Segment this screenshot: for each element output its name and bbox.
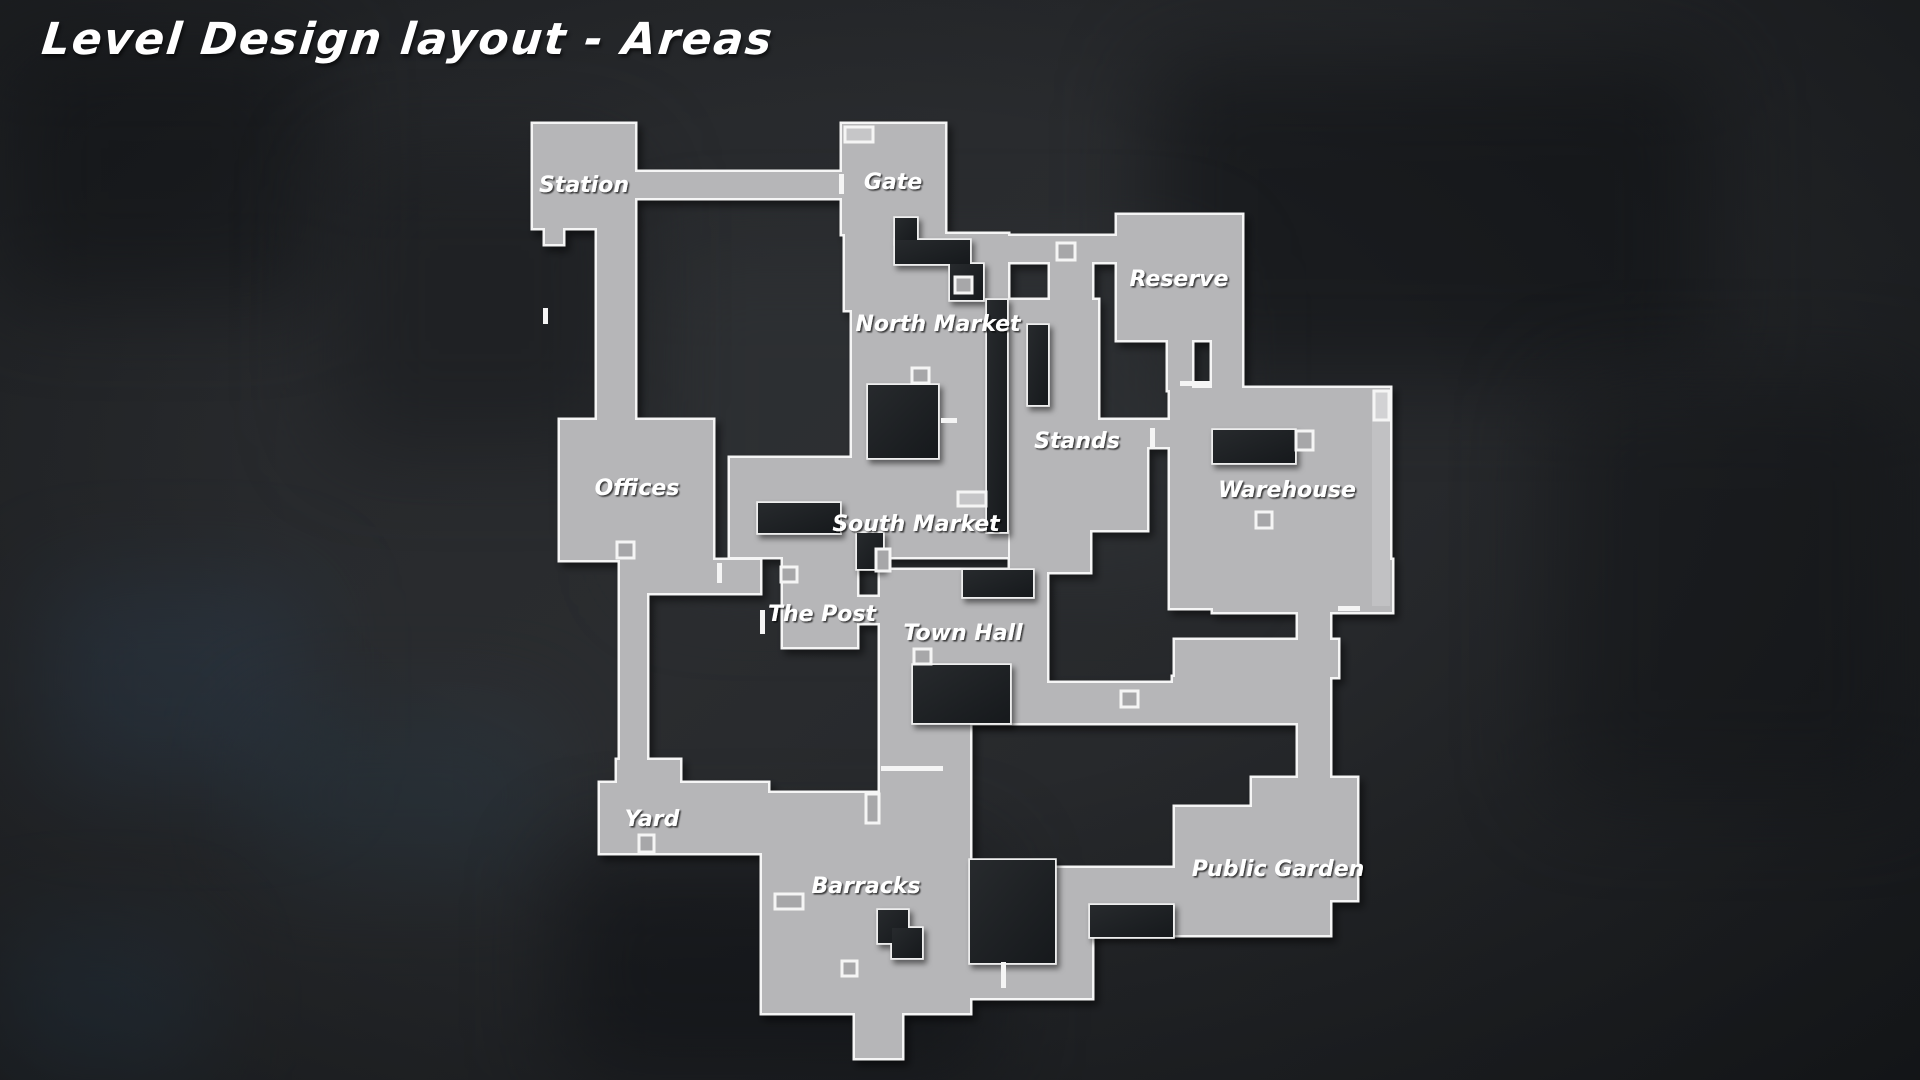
door-marker [779, 565, 799, 584]
door-tick [1180, 381, 1212, 386]
map-walls [758, 218, 1295, 963]
area-label-the-post: The Post [768, 602, 878, 627]
map-door-markers [615, 125, 1391, 978]
door-marker [1254, 510, 1274, 530]
door-marker [773, 892, 805, 911]
area-label-offices: Offices [595, 476, 680, 501]
door-tick [717, 563, 722, 583]
map-floor [533, 124, 1392, 1058]
door-marker [840, 959, 859, 978]
door-tick [1001, 962, 1006, 988]
door-marker [953, 275, 974, 295]
door-marker [1294, 429, 1315, 452]
area-label-gate: Gate [864, 170, 922, 195]
door-marker [1119, 689, 1140, 709]
door-marker [864, 792, 881, 825]
door-tick [543, 308, 548, 324]
door-tick [881, 766, 943, 771]
door-marker [910, 366, 931, 385]
door-marker [1372, 389, 1391, 422]
area-label-reserve: Reserve [1130, 267, 1229, 292]
door-tick [1150, 428, 1155, 448]
door-tick [839, 174, 844, 194]
area-label-town-hall: Town Hall [903, 621, 1023, 646]
door-marker [874, 547, 892, 573]
area-label-south-market: South Market [832, 512, 1001, 537]
area-label-north-market: North Market [855, 312, 1022, 337]
map-door-ticks [543, 174, 1360, 988]
area-label-yard: Yard [625, 807, 680, 832]
area-label-stands: Stands [1034, 429, 1120, 454]
door-marker [956, 490, 988, 508]
door-marker [615, 540, 636, 560]
door-marker [843, 125, 875, 144]
area-label-warehouse: Warehouse [1218, 478, 1356, 503]
area-label-station: Station [539, 173, 629, 198]
door-tick [760, 610, 765, 634]
area-label-barracks: Barracks [812, 874, 921, 899]
door-tick [1338, 606, 1360, 611]
door-marker [1055, 241, 1077, 262]
door-tick [941, 418, 957, 423]
door-marker [912, 647, 933, 666]
map-floor-highlight-strips [1372, 390, 1390, 606]
area-label-public-garden: Public Garden [1192, 857, 1365, 882]
door-marker [637, 833, 656, 854]
page-title: Level Design layout - Areas [39, 14, 777, 65]
